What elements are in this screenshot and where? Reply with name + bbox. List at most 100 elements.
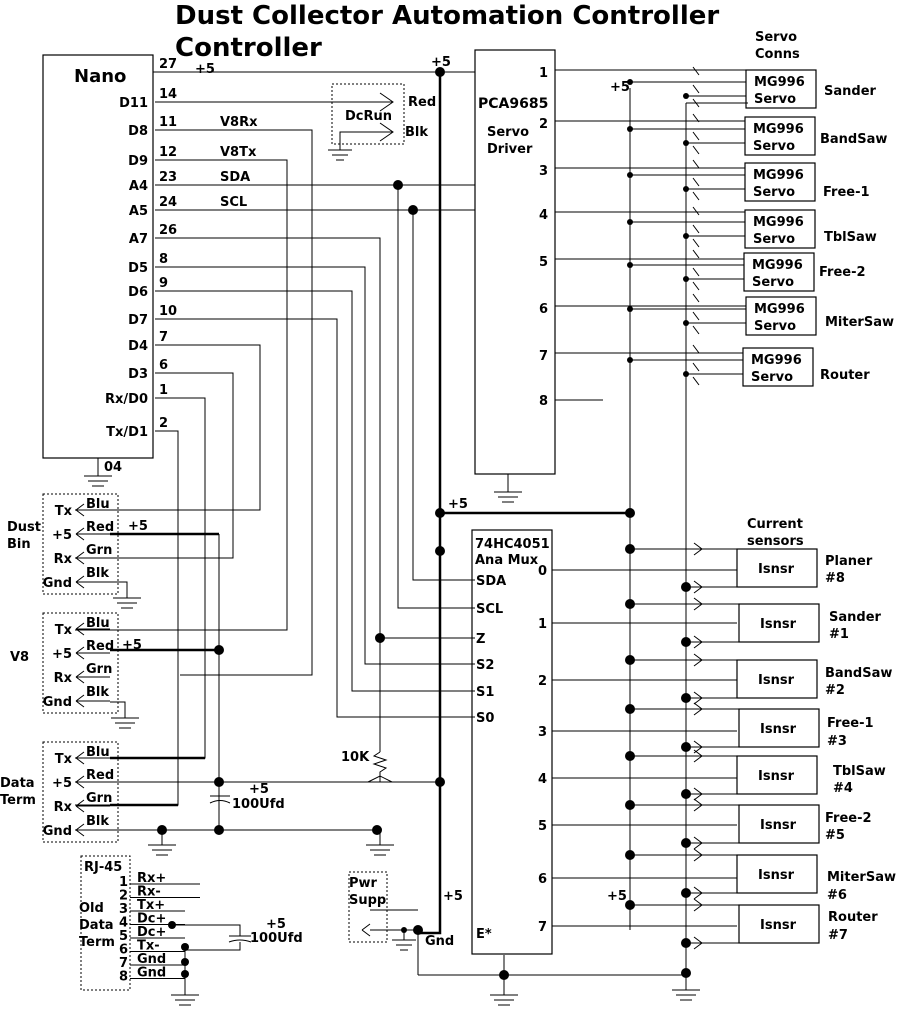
connector-pin: +5 [52,528,72,543]
rj45-signal: Dc+ [137,925,166,940]
connector-wire-color: Blu [86,745,110,760]
sensor-num: #3 [827,734,847,749]
sensor-num: #8 [825,571,845,586]
servo-wire [630,81,746,97]
nano-pin-name: D9 [128,154,148,169]
signal-wires [75,129,475,806]
connector-arrow [75,527,110,541]
nano-pin-name: A4 [129,179,148,194]
sensor-box [738,603,820,643]
pwr-gnd: Gnd [425,934,454,949]
rj45-pin-num: 2 [119,889,128,904]
servo-header-line2: Conns [755,47,800,62]
sensor-label: Isnsr [758,769,795,784]
sensor-junction [625,900,635,910]
mux-right-pin: 7 [538,920,547,935]
misc-parts: 10K +5 100Ufd [75,534,445,856]
sensor-label: Isnsr [760,818,797,833]
sensor-junction [681,693,691,703]
sensor-tool: Router [828,910,878,925]
sensor-box [736,755,818,795]
title-line-2: Controller [175,33,322,63]
sensor-tool: TblSaw [833,764,886,779]
cap-plus5: +5 [249,782,269,797]
servo-type: Servo [752,275,794,290]
sensor-junction [625,800,635,810]
sensor-junction [681,888,691,898]
pca-pin-num: 1 [539,66,548,81]
rj45-wiring: +5 100Ufd [168,917,303,1006]
nano-pin-num: 12 [159,145,177,160]
servo-box [745,69,817,109]
servo-type: Servo [754,319,796,334]
plus5-rail-top: +5 [431,55,451,70]
nano-pin-num: 7 [159,330,168,345]
sensor-num: #2 [825,683,845,698]
servo-model: MG996 [754,302,805,317]
nano-pin-net: V8Rx [220,115,258,130]
connector-pin: +5 [52,647,72,662]
servo-wire [630,221,745,237]
connector-wire-color: Blk [86,566,109,581]
connector-arrow [75,775,110,789]
pca-sub1: Servo [487,125,529,140]
nano-pin-name: D6 [128,285,148,300]
connector-arrow [75,575,110,589]
servo-model: MG996 [753,168,804,183]
rj45-label: RJ-45 [84,860,122,875]
sensor-junction [625,599,635,609]
servo-plug [692,206,700,248]
sensor-tool: BandSaw [825,666,892,681]
sensor-junction [625,751,635,761]
connector-wire-color: Red [86,520,114,535]
nano-pin-net: SCL [220,195,247,210]
nano-pin-num: 23 [159,170,177,185]
sensor-box [738,904,820,944]
rj45-signal: Tx- [137,939,160,954]
connector-wire-color: Blk [86,685,109,700]
sensor-junction [681,742,691,752]
servo-plug [692,159,700,201]
connector-pin: Gnd [43,576,72,591]
pwr-line2: Supp [349,893,386,908]
nano-pin-num: 6 [159,358,168,373]
servo-tool: Router [820,368,870,383]
nano-pin-num: 9 [159,276,168,291]
nano-pin-name: Tx/D1 [106,425,148,440]
sensor-label: Isnsr [760,918,797,933]
servo-wire [630,264,744,280]
rj45-signal: Rx- [137,885,161,900]
sensor-label: Isnsr [758,868,795,883]
mux-74hc4051: 74HC4051 Ana Mux [471,529,553,955]
servo-model: MG996 [751,353,802,368]
nano-pin-name: D3 [128,367,148,382]
mux-name2: Ana Mux [475,553,539,568]
rj45-signal: Tx+ [137,898,165,913]
connector-pin: Tx [55,623,73,638]
pca-pin-num: 3 [539,164,548,179]
rj45-pin-num: 1 [119,875,128,890]
v8-label: V8 [10,650,29,665]
servo-plug [692,113,700,155]
connector-arrow [75,694,110,708]
dcrun-red: Red [408,95,436,110]
sensor-label: Isnsr [760,722,797,737]
sensor-plug [693,653,703,705]
connector-pin: Rx [54,552,73,567]
sensor-junction [681,838,691,848]
servo-type: Servo [751,370,793,385]
connector-arrow [75,622,110,636]
servo-type: Servo [754,92,796,107]
connector-arrow [75,670,110,684]
data-term-line1: Data [0,776,35,791]
sensor-junction [681,637,691,647]
sensor-plug [693,702,703,754]
connector-arrow [75,503,110,517]
sensor-box [736,854,818,894]
servo-wire [630,128,745,144]
dcrun-label: DcRun [345,109,392,124]
